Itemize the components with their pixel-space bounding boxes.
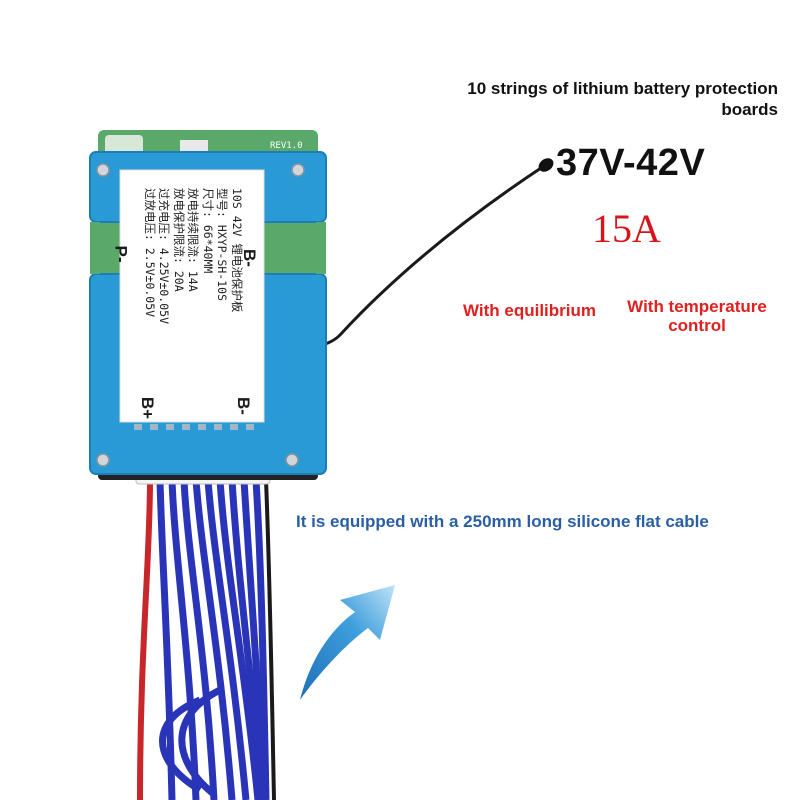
feature-temperature-line-1: With temperature bbox=[627, 297, 767, 316]
label-line: 尺寸: 66*40MM bbox=[201, 188, 215, 274]
pad-label-p-minus: P- bbox=[111, 245, 131, 263]
feature-temperature-control: With temperature control bbox=[622, 297, 772, 335]
label-line: 10S 42V 锂电池保护板 bbox=[230, 188, 244, 313]
title-line-2: boards bbox=[721, 100, 778, 119]
label-line: 型号: HXYP-SH-10S bbox=[215, 188, 230, 302]
curved-arrow-icon bbox=[300, 585, 395, 700]
voltage-spec: 37V-42V bbox=[556, 142, 706, 184]
spec-label bbox=[119, 169, 265, 423]
temperature-probe-icon bbox=[295, 158, 554, 354]
solder-pads bbox=[134, 424, 254, 430]
feature-temperature-line-2: control bbox=[668, 316, 726, 335]
flat-cable bbox=[137, 479, 276, 800]
label-line: 放电持续限流: 14A bbox=[186, 188, 201, 292]
label-line: 过放电压: 2.5V±0.05V bbox=[143, 188, 157, 318]
cable-note: It is equipped with a 250mm long silicon… bbox=[296, 512, 709, 531]
label-line: 过充电压: 4.25V±0.05V bbox=[157, 188, 172, 325]
label-line: 放电保护限流: 20A bbox=[172, 188, 186, 292]
product-title: 10 strings of lithium battery protection… bbox=[380, 78, 778, 120]
title-line-1: 10 strings of lithium battery protection bbox=[467, 79, 778, 98]
feature-equilibrium: With equilibrium bbox=[462, 301, 596, 320]
revision-text: REV1.0 bbox=[270, 141, 303, 151]
current-spec: 15A bbox=[592, 206, 661, 251]
spec-label-text: 10S 42V 锂电池保护板 型号: HXYP-SH-10S 尺寸: 66*40… bbox=[128, 178, 256, 416]
screw-icon bbox=[96, 163, 305, 467]
